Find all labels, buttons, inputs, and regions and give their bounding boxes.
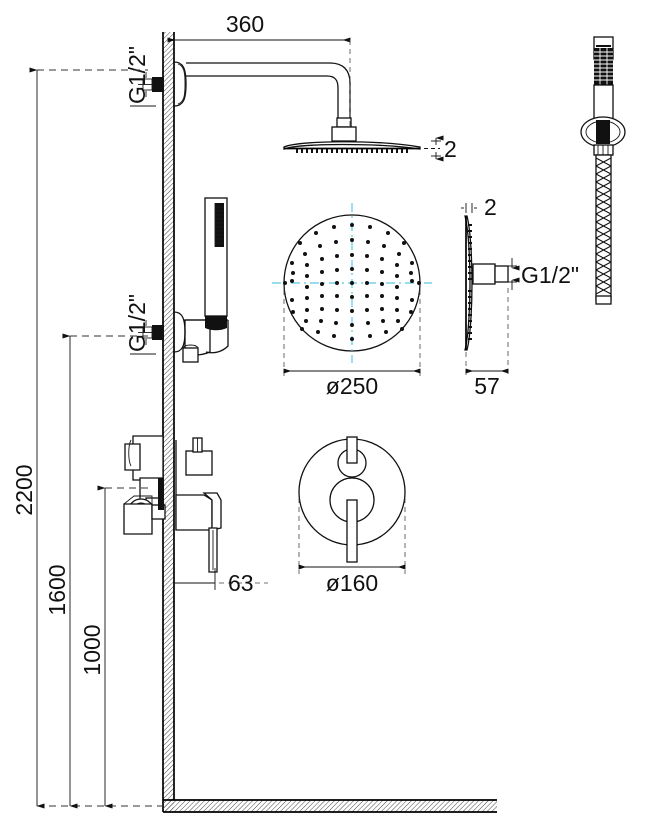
inlet-top-label: G1/2": [124, 46, 150, 104]
floor-section: [163, 799, 497, 813]
shower-arm-inlet: G1/2": [124, 46, 164, 107]
rain-head-nozzle-row: [296, 149, 408, 153]
height-dimensions: 2200 1600 1000: [11, 67, 163, 809]
handshower-detail-view: [580, 36, 626, 305]
plate-diameter-value: ø160: [326, 570, 378, 596]
rain-head-elevation: [283, 141, 421, 153]
rain-head-side-nozzles: [468, 224, 472, 340]
head-diameter-value: ø250: [326, 373, 378, 399]
handshower-detail-nozzles: [594, 48, 613, 85]
rain-head-nozzle-grid: [283, 223, 421, 341]
head-depth-value: 57: [474, 373, 500, 399]
height-low-value: 1000: [79, 624, 105, 675]
hose-coil-pattern: [595, 157, 612, 295]
wall-outlet-holder: G1/2": [124, 294, 229, 363]
height-mid-value: 1600: [44, 564, 70, 615]
inlet-side-label: G1/2": [521, 262, 579, 288]
arm-projection-value: 360: [226, 11, 264, 37]
handshower-elevation: [204, 197, 228, 331]
wall-section: [162, 32, 175, 812]
mixer-plate-front-view: ø160: [298, 436, 406, 596]
shower-arm: [173, 61, 357, 142]
concealed-mixer-body: [123, 435, 166, 535]
inlet-mid-label: G1/2": [124, 294, 150, 352]
head-thickness-callout-elevation: 2: [424, 135, 457, 162]
handshower-face-nozzles: [215, 206, 224, 244]
head-thickness-side-value: 2: [484, 194, 497, 220]
dimension-mixer-projection: 63: [174, 568, 268, 596]
rain-head-front-view: ø250: [272, 203, 432, 399]
mixer-trim-elevation: [175, 437, 222, 573]
dimension-arm-projection: 360: [167, 11, 351, 128]
height-top-value: 2200: [11, 464, 37, 515]
mixer-projection-value: 63: [228, 570, 254, 596]
head-thickness-front-value: 2: [444, 136, 457, 162]
rain-head-side-view: G1/2" 2 57: [461, 194, 579, 399]
